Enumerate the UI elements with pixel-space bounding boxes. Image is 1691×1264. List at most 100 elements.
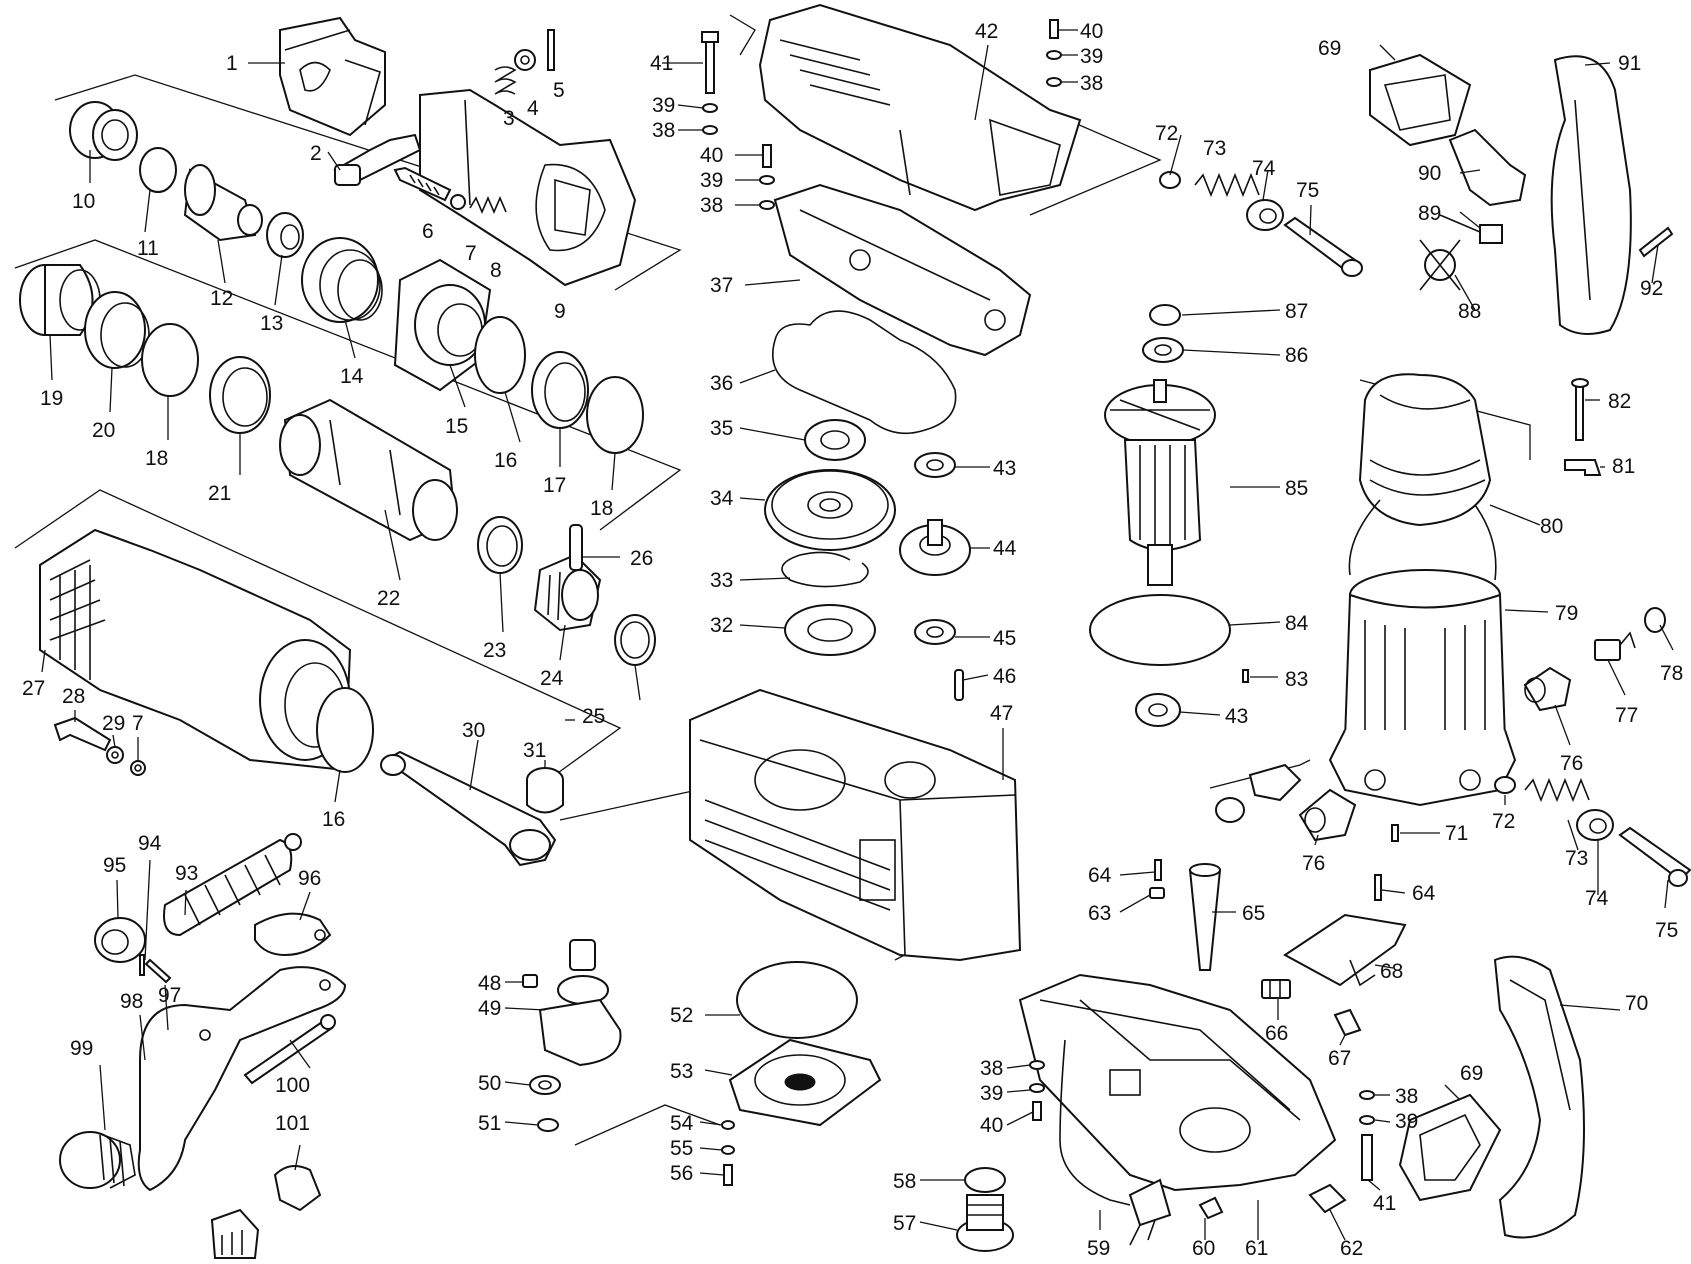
part-33-retaining-ring [781,551,869,588]
label-6: 6 [422,220,434,243]
label-9: 9 [554,300,566,323]
label-67: 67 [1328,1047,1351,1070]
label-70: 70 [1625,992,1648,1015]
label-84: 84 [1285,612,1309,635]
label-26: 26 [630,547,653,570]
label-16b: 16 [322,808,345,831]
part-87-o-ring [1149,304,1181,326]
part-10-bushing [69,101,138,161]
part-73-spring [1194,172,1260,198]
label-12: 12 [210,287,233,310]
label-38e: 38 [1395,1085,1418,1108]
part-94-pin [139,954,145,976]
part-59-power-cord [1059,1039,1172,1246]
part-2-latch [333,133,422,187]
part-39-washer-a [702,103,718,113]
part-99-knob [59,1131,136,1189]
part-97-pin [144,958,172,984]
part-75-brush-holder [1283,216,1363,277]
label-56: 56 [670,1162,693,1185]
label-31: 31 [523,739,546,762]
label-71: 71 [1445,822,1468,845]
part-19-sleeve [19,264,101,336]
part-68-plate [1283,913,1407,987]
part-83-pin [1242,669,1249,683]
part-69-grip-top [1369,53,1472,147]
part-92-screw [1638,226,1674,258]
part-15-flange [393,258,492,392]
label-95: 95 [103,854,126,877]
part-38-washer-a [702,125,718,135]
part-101-clamp-jaw [273,1165,322,1212]
part-8-spring [469,195,507,215]
label-38b: 38 [700,194,723,217]
part-96-clamp [254,912,332,957]
label-25: 25 [582,705,605,728]
part-38-washer-bl [1029,1060,1045,1070]
part-45-bearing [914,619,956,645]
label-45: 45 [993,627,1016,650]
part-95-end-cap [94,917,146,963]
label-42: 42 [975,20,998,43]
part-93-grip [163,833,302,937]
label-82: 82 [1608,390,1631,413]
part-88-suppressor [1419,239,1461,291]
label-100: 100 [275,1074,310,1097]
label-24: 24 [540,667,564,690]
part-79-motor-housing [1328,569,1517,807]
label-41a: 41 [650,52,673,75]
label-38a: 38 [652,119,675,142]
part-9-tool-holder-housing [419,88,637,287]
part-39-washer-br [1359,1115,1375,1125]
part-34-large-gear [764,469,896,551]
part-22-cylinder [279,398,458,542]
label-60: 60 [1192,1237,1215,1260]
label-41b: 41 [1373,1192,1396,1215]
part-26-pin [569,524,583,571]
part-40-bolt-top [1049,19,1059,39]
label-55: 55 [670,1137,693,1160]
label-97: 97 [158,984,181,1007]
label-33: 33 [710,569,733,592]
part-86-bearing [1142,337,1184,363]
label-88: 88 [1458,300,1481,323]
label-48: 48 [478,972,501,995]
label-10: 10 [72,190,95,213]
label-74b: 74 [1585,887,1609,910]
part-76-holder-lower [1298,788,1357,842]
part-39-washer-top [1046,50,1062,60]
label-52: 52 [670,1004,693,1027]
label-7a: 7 [465,242,477,265]
part-82-screw [1571,378,1589,441]
label-66: 66 [1265,1022,1288,1045]
leader-lines [41,29,1674,1241]
part-32-bearing [784,604,876,656]
part-39-washer-b [759,175,775,185]
part-67-fuse [1333,1008,1362,1037]
part-31-bushing [526,767,564,814]
label-39b: 39 [700,169,723,192]
label-39d: 39 [980,1082,1003,1105]
label-15: 15 [445,415,468,438]
label-69a: 69 [1318,37,1341,60]
part-55-washer [721,1145,735,1155]
label-57: 57 [893,1212,916,1235]
part-20-sleeve [84,291,150,369]
part-71-screw [1391,824,1399,842]
label-39a: 39 [652,94,675,117]
part-101-block [210,1208,260,1259]
part-16-o-ring-lower [316,687,374,773]
label-2: 2 [310,142,322,165]
part-5-pin [547,29,555,71]
label-98: 98 [120,990,143,1013]
part-64-screw-left [1154,859,1162,881]
part-56-screw [723,1164,733,1186]
part-62-plug [1308,1183,1347,1214]
part-13-washer [266,212,304,258]
label-17: 17 [543,474,566,497]
part-18-o-ring-left [141,323,199,397]
label-4: 4 [527,97,539,120]
part-77-brush [1594,631,1636,661]
label-76a: 76 [1560,752,1583,775]
label-29: 29 [102,712,125,735]
